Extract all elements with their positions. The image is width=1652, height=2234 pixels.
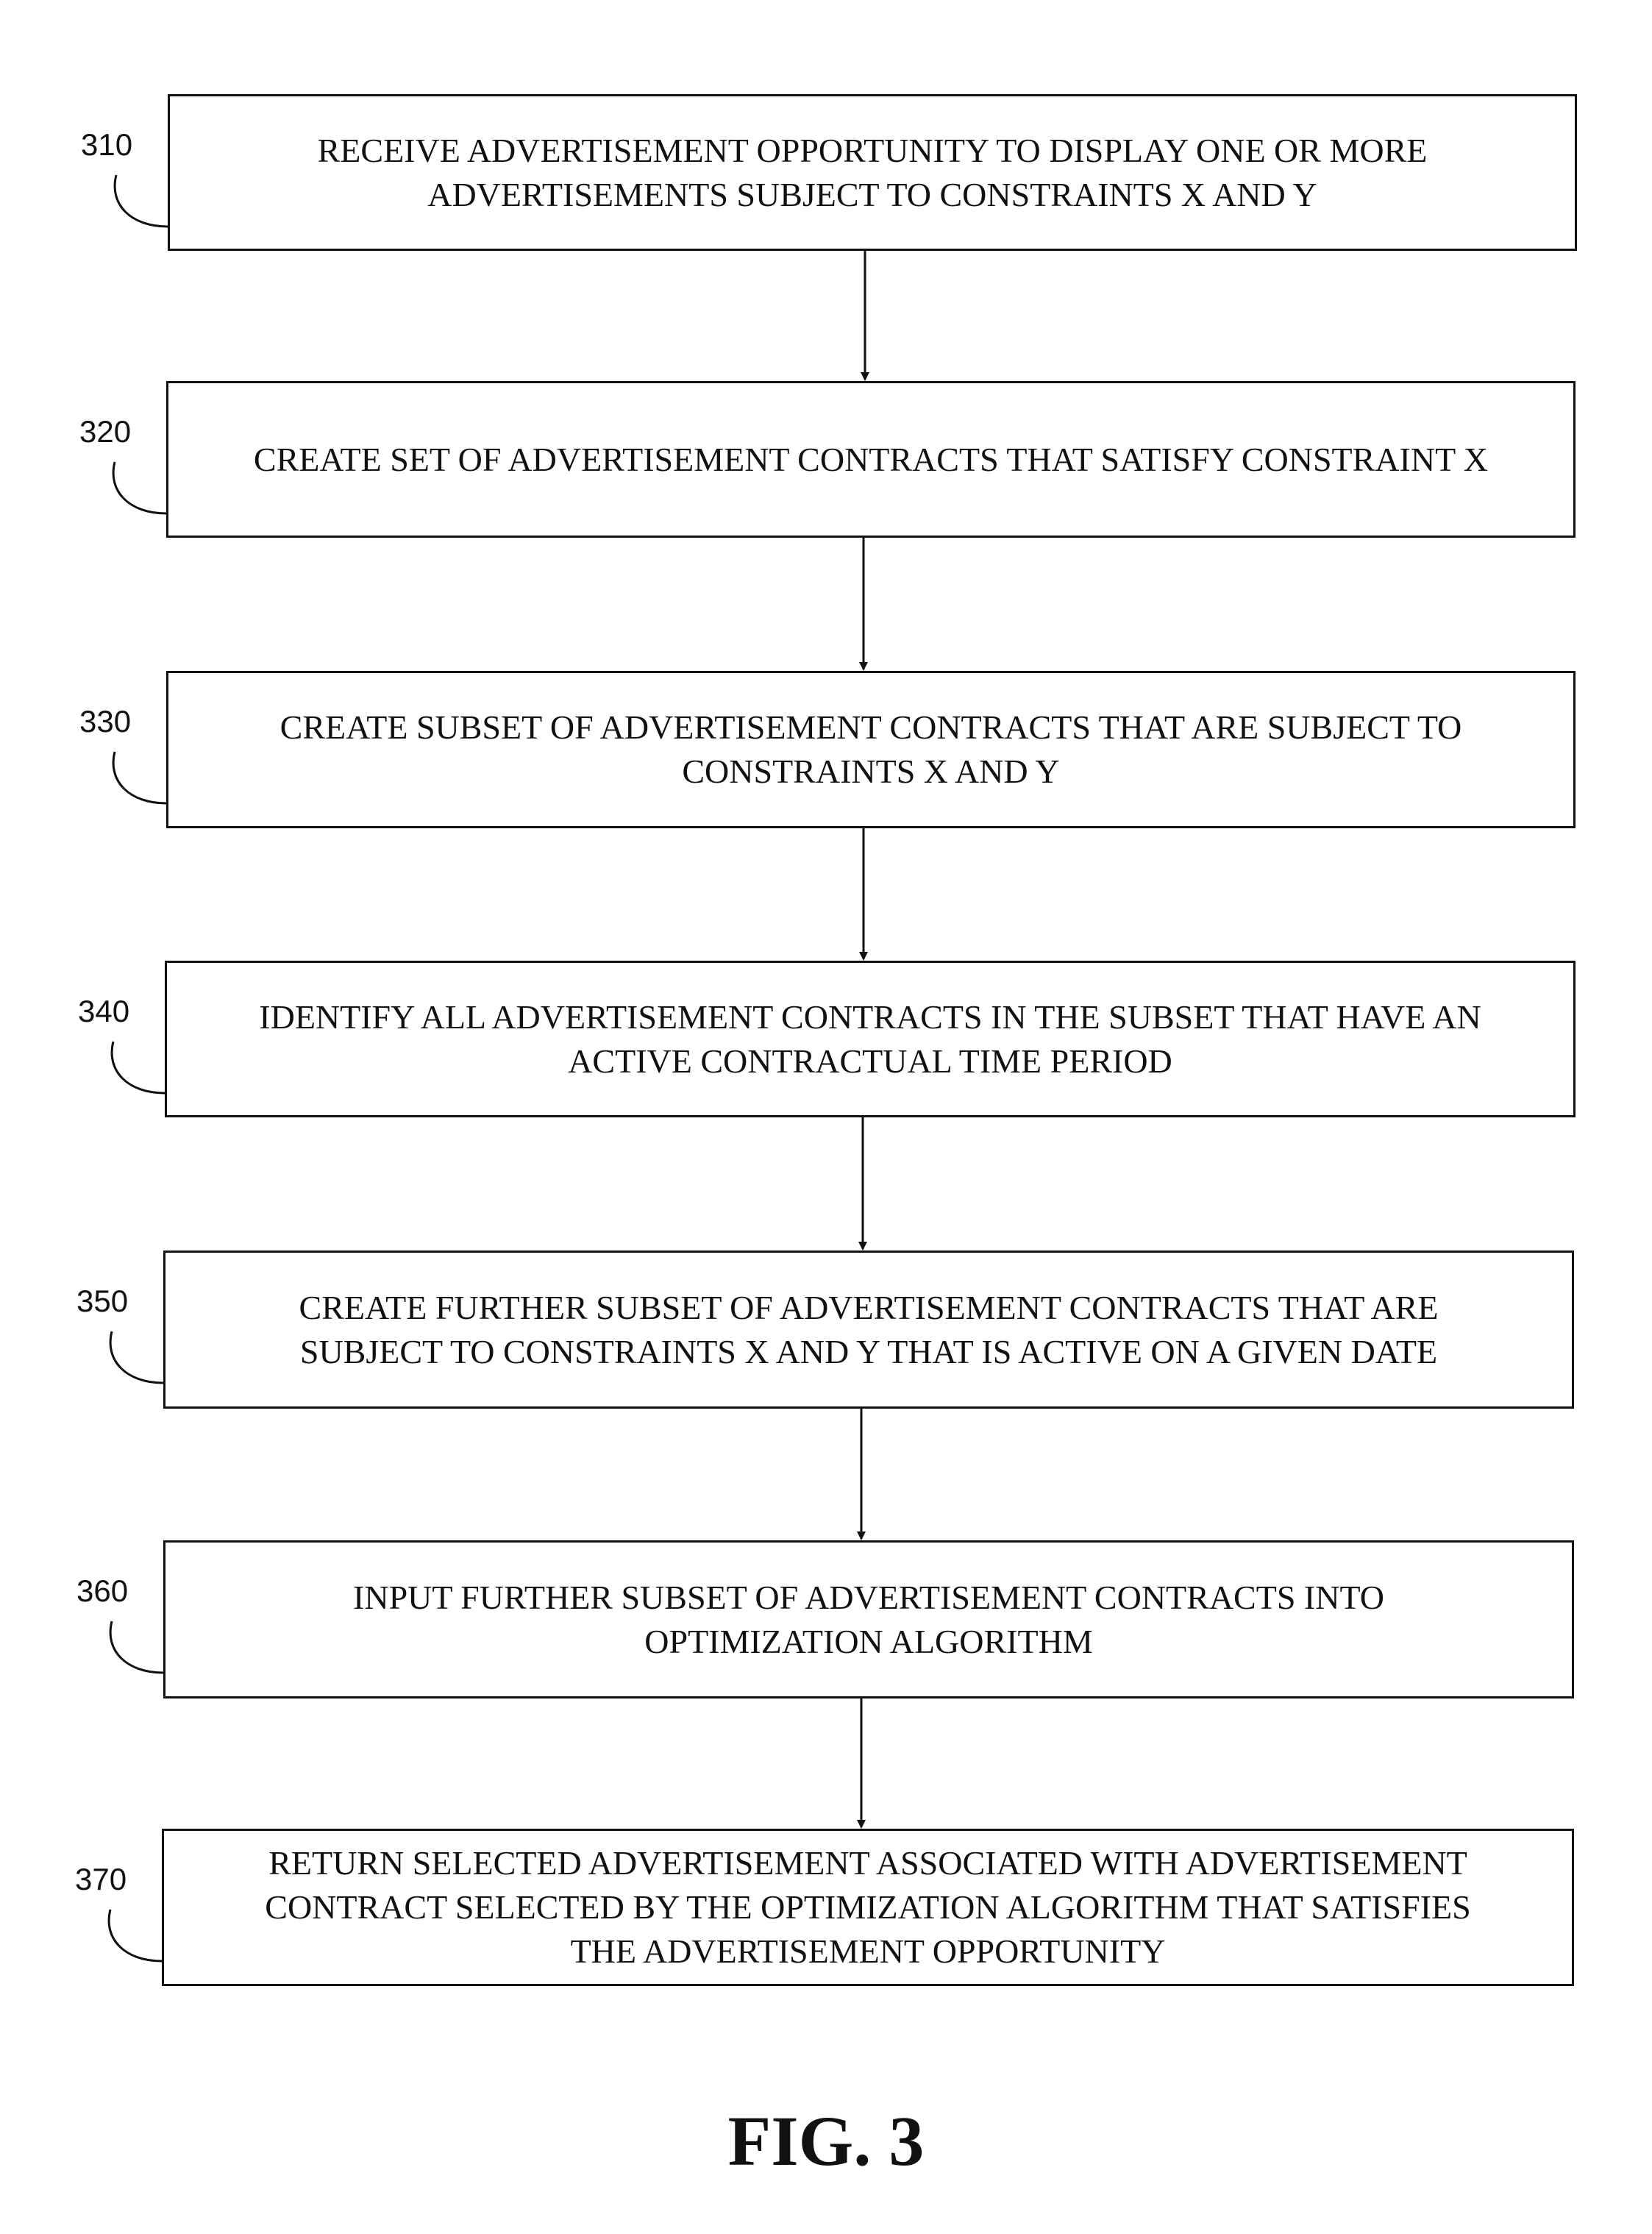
step-box-350: CREATE FURTHER SUBSET OF ADVERTISEMENT C… — [163, 1251, 1574, 1409]
step-text-line: IDENTIFY ALL ADVERTISEMENT CONTRACTS IN … — [259, 995, 1481, 1039]
step-ref-350: 350 — [76, 1284, 128, 1319]
leader-line-320 — [113, 462, 166, 513]
step-text: CREATE FURTHER SUBSET OF ADVERTISEMENT C… — [299, 1286, 1439, 1374]
step-text-line: RECEIVE ADVERTISEMENT OPPORTUNITY TO DIS… — [318, 129, 1428, 173]
leader-line-340 — [112, 1042, 165, 1093]
step-text-line: SUBJECT TO CONSTRAINTS X AND Y THAT IS A… — [299, 1330, 1439, 1374]
step-text: CREATE SUBSET OF ADVERTISEMENT CONTRACTS… — [280, 705, 1462, 794]
step-text-line: CONSTRAINTS X AND Y — [280, 750, 1462, 794]
step-box-370: RETURN SELECTED ADVERTISEMENT ASSOCIATED… — [162, 1829, 1574, 1986]
step-text: CREATE SET OF ADVERTISEMENT CONTRACTS TH… — [254, 438, 1488, 482]
step-text-line: ACTIVE CONTRACTUAL TIME PERIOD — [259, 1039, 1481, 1084]
step-ref-360: 360 — [76, 1573, 128, 1609]
step-text-line: OPTIMIZATION ALGORITHM — [353, 1620, 1384, 1664]
step-text-line: RETURN SELECTED ADVERTISEMENT ASSOCIATED… — [265, 1841, 1470, 1885]
step-box-340: IDENTIFY ALL ADVERTISEMENT CONTRACTS IN … — [165, 961, 1576, 1117]
step-text: RETURN SELECTED ADVERTISEMENT ASSOCIATED… — [265, 1841, 1470, 1974]
step-ref-330: 330 — [79, 704, 131, 739]
step-ref-340: 340 — [78, 994, 129, 1029]
leader-line-330 — [113, 752, 166, 803]
leader-line-350 — [110, 1331, 163, 1383]
leader-line-310 — [115, 175, 168, 227]
step-text-line: CREATE FURTHER SUBSET OF ADVERTISEMENT C… — [299, 1286, 1439, 1330]
step-text: INPUT FURTHER SUBSET OF ADVERTISEMENT CO… — [353, 1576, 1384, 1664]
step-text-line: THE ADVERTISEMENT OPPORTUNITY — [265, 1929, 1470, 1974]
step-text: RECEIVE ADVERTISEMENT OPPORTUNITY TO DIS… — [318, 129, 1428, 217]
step-text-line: INPUT FURTHER SUBSET OF ADVERTISEMENT CO… — [353, 1576, 1384, 1620]
step-text-line: CREATE SET OF ADVERTISEMENT CONTRACTS TH… — [254, 438, 1488, 482]
step-box-360: INPUT FURTHER SUBSET OF ADVERTISEMENT CO… — [163, 1540, 1574, 1698]
step-box-320: CREATE SET OF ADVERTISEMENT CONTRACTS TH… — [166, 381, 1576, 538]
step-box-310: RECEIVE ADVERTISEMENT OPPORTUNITY TO DIS… — [168, 94, 1577, 251]
step-ref-310: 310 — [81, 127, 132, 163]
step-ref-370: 370 — [75, 1862, 127, 1897]
step-text-line: ADVERTISEMENTS SUBJECT TO CONSTRAINTS X … — [318, 173, 1428, 217]
leader-line-360 — [110, 1621, 163, 1673]
step-ref-320: 320 — [79, 414, 131, 449]
step-text: IDENTIFY ALL ADVERTISEMENT CONTRACTS IN … — [259, 995, 1481, 1084]
figure-label: FIG. 3 — [0, 2100, 1652, 2182]
leader-line-370 — [109, 1910, 162, 1961]
step-box-330: CREATE SUBSET OF ADVERTISEMENT CONTRACTS… — [166, 671, 1576, 828]
step-text-line: CONTRACT SELECTED BY THE OPTIMIZATION AL… — [265, 1885, 1470, 1929]
step-text-line: CREATE SUBSET OF ADVERTISEMENT CONTRACTS… — [280, 705, 1462, 750]
